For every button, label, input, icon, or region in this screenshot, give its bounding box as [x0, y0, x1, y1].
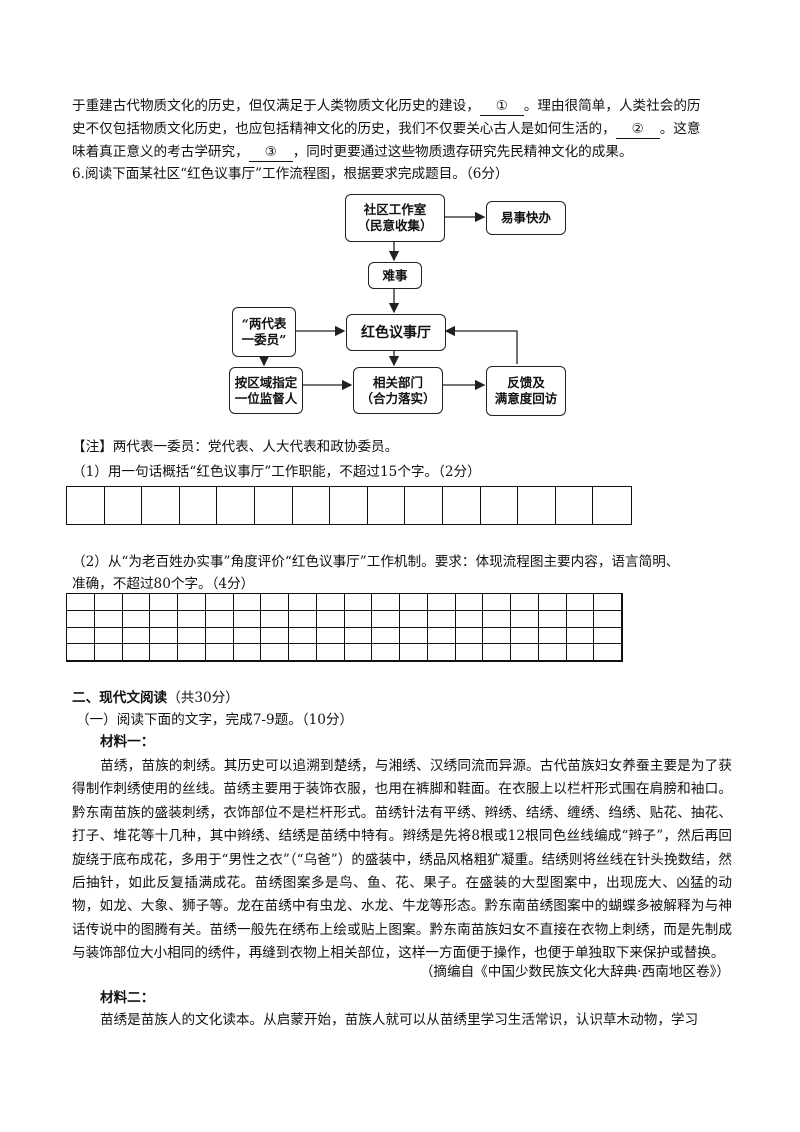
blank-3: ③: [248, 144, 293, 162]
flow-box-red-hall: 红色议事厅: [346, 314, 446, 351]
flow-box-community-office: 社区工作室 （民意收集）: [345, 194, 445, 242]
flow-box-easy-matters: 易事快办: [486, 201, 566, 235]
intro-line-2: 史不仅包括物质文化历史，也应包括精神文化的历史，我们不仅要关心古人是如何生活的，…: [72, 121, 701, 139]
flow-box-supervisor: 按区域指定 一位监督人: [229, 367, 303, 414]
flow-box-feedback: 反馈及 满意度回访: [486, 366, 566, 416]
flowchart-note: 【注】两代表一委员：党代表、人大代表和政协委员。: [72, 439, 399, 455]
material-2-text: 苗绣是苗族人的文化读本。从启蒙开始，苗族人就可以从苗绣里学习生活常识，认识草木动…: [100, 1012, 699, 1028]
material-2-label: 材料二：: [100, 990, 155, 1006]
material-1-label: 材料一：: [100, 734, 155, 750]
blank-1: ①: [479, 98, 524, 116]
intro-line-3: 味着真正意义的考古学研究，③，同时更要通过这些物质遗存研究先民精神文化的成果。: [72, 144, 633, 162]
section-2-heading: 二、现代文阅读（共30分）: [72, 690, 239, 706]
answer-grid-15[interactable]: [66, 486, 632, 525]
arrow-feedback-to-hall: [444, 325, 518, 364]
material-1-source: （摘编自《中国少数民族文化大辞典·西南地区卷》）: [419, 964, 730, 980]
flow-box-hard-matters: 难事: [368, 262, 422, 289]
question-6-sub-2-line-2: 准确，不超过80个字。（4分）: [72, 576, 255, 592]
section-2-part-1: （一）阅读下面的文字，完成7-9题。（10分）: [76, 712, 354, 728]
question-6-sub-1: （1）用一句话概括“红色议事厅”工作职能，不超过15个字。（2分）: [72, 464, 481, 480]
answer-grid-80[interactable]: [66, 593, 623, 662]
flow-box-departments: 相关部门 （合力落实）: [353, 367, 443, 414]
blank-2: ②: [615, 121, 660, 139]
question-6-title: 6.阅读下面某社区“红色议事厅”工作流程图，根据要求完成题目。（6分）: [72, 166, 509, 182]
intro-line-1: 于重建古代物质文化的历史，但仅满足于人类物质文化历史的建设，①。理由很简单，人类…: [72, 98, 701, 116]
flow-box-representatives: “两代表 一委员”: [232, 307, 296, 357]
question-6-sub-2-line-1: （2）从“为老百姓办实事”角度评价“红色议事厅”工作机制。要求：体现流程图主要内…: [72, 554, 680, 570]
material-1-text: 苗绣，苗族的刺绣。其历史可以追溯到楚绣，与湘绣、汉绣同流而异源。古代苗族妇女养蚕…: [72, 758, 732, 962]
